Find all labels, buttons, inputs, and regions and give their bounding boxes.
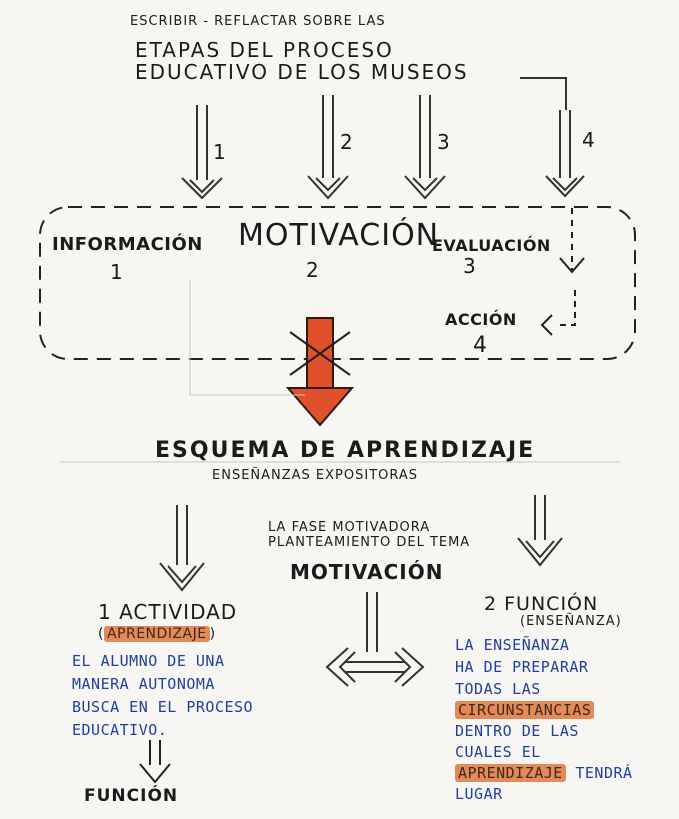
- arrow-number-1: 1: [213, 140, 227, 164]
- arrow-2: [307, 95, 349, 200]
- motivation-phase-label: MOTIVACIÓN: [290, 560, 444, 584]
- funcion-text-tendra: TENDRÁ: [575, 764, 633, 782]
- header-title-line2: EDUCATIVO DE LOS MUSEOS: [135, 60, 469, 84]
- arrow-number-4: 4: [582, 128, 596, 152]
- arrow-to-funcion: [517, 495, 563, 567]
- arrow-to-footer: [139, 740, 171, 784]
- red-arrow: [285, 317, 355, 427]
- actividad-text-line3: BUSCA EN EL PROCESO: [72, 698, 254, 716]
- actividad-text-line1: EL ALUMNO DE UNA: [72, 652, 225, 670]
- stage-accion-number: 4: [473, 333, 488, 358]
- funcion-text-line8: LUGAR: [455, 785, 503, 803]
- funcion-subtitle: (ENSEÑANZA): [520, 614, 622, 629]
- actividad-title: 1 ACTIVIDAD: [98, 600, 238, 624]
- stage-accion-label: ACCIÓN: [445, 310, 517, 329]
- funcion-text-line4: CIRCUNSTANCIAS: [455, 701, 595, 719]
- arrow-to-actividad: [159, 505, 205, 592]
- motivation-phase-line2: PLANTEAMIENTO DEL TEMA: [268, 535, 471, 550]
- stage-informacion-number: 1: [110, 260, 124, 284]
- guide-lines: [60, 280, 620, 463]
- funcion-text-line2: HA DE PREPARAR: [455, 658, 589, 676]
- stages-box: [39, 206, 636, 360]
- header-title-line1: ETAPAS DEL PROCESO: [135, 38, 394, 62]
- actividad-text-line2: MANERA AUTONOMA: [72, 675, 215, 693]
- funcion-text-line1: LA ENSEÑANZA: [455, 636, 570, 654]
- stage-informacion-label: INFORMACIÓN: [52, 234, 203, 255]
- header-instruction: ESCRIBIR - REFLACTAR SOBRE LAS: [130, 14, 386, 29]
- arrow-3: [404, 95, 446, 200]
- footer-funcion: FUNCIÓN: [84, 786, 179, 806]
- stage-motivacion-label: MOTIVACIÓN: [238, 218, 440, 253]
- motivation-phase-line1: LA FASE MOTIVADORA: [268, 520, 431, 535]
- funcion-highlight-aprendizaje: APRENDIZAJE: [455, 764, 566, 782]
- funcion-text-line6: CUALES EL: [455, 743, 541, 761]
- funcion-text-line3: TODAS LAS: [455, 680, 541, 698]
- stage-evaluacion-label: EVALUACIÓN: [432, 236, 551, 255]
- actividad-text-line4: EDUCATIVO.: [72, 721, 168, 739]
- actividad-tag-highlight: APRENDIZAJE: [103, 626, 210, 642]
- arrow-number-3: 3: [437, 130, 451, 154]
- double-arrow: [325, 592, 425, 687]
- arrow-4: [520, 77, 585, 198]
- arrow-1: [181, 105, 223, 200]
- schema-subtitle: ENSEÑANZAS EXPOSITORAS: [212, 468, 419, 483]
- evaluation-to-action-arrow: [540, 208, 585, 336]
- arrow-number-2: 2: [340, 130, 354, 154]
- stage-motivacion-number: 2: [306, 258, 320, 282]
- stage-evaluacion-number: 3: [463, 254, 477, 278]
- funcion-highlight-circunstancias: CIRCUNSTANCIAS: [455, 701, 595, 719]
- actividad-tag: (APRENDIZAJE): [98, 626, 216, 642]
- funcion-text-line5: DENTRO DE LAS: [455, 722, 579, 740]
- funcion-title: 2 FUNCIÓN: [484, 593, 599, 615]
- schema-title: ESQUEMA DE APRENDIZAJE: [155, 438, 536, 463]
- funcion-text-line7: APRENDIZAJE TENDRÁ: [455, 764, 633, 782]
